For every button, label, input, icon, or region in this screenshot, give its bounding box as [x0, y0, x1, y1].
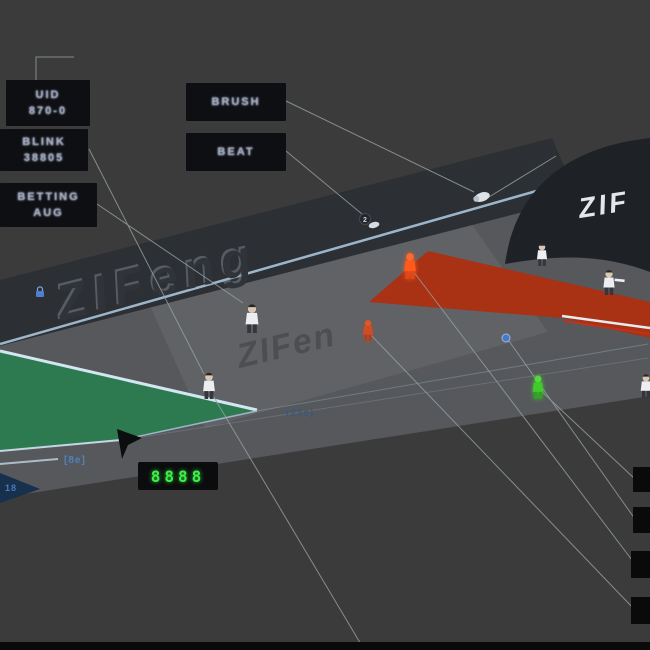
court-edge-line [561, 314, 650, 330]
callout-uid-line2: 870-0 [28, 105, 68, 117]
callout-betting-line2: AUG [33, 207, 64, 219]
connector-line [88, 148, 205, 375]
callout-betting-line1: BETTING [17, 190, 80, 203]
score-value: 8888 [150, 466, 206, 486]
callout-betting: BETTING AUG [0, 183, 97, 227]
corner-mark-label: 18 [5, 483, 18, 493]
callout-uid-line1: UID [35, 88, 61, 101]
corner-wedge [0, 473, 40, 503]
connector-line [488, 155, 557, 198]
badge-number: 2 [363, 217, 367, 224]
court-edge-line [0, 349, 258, 412]
shuttle-with-badge: 2 [359, 213, 380, 229]
player-marker-red[interactable] [363, 320, 373, 341]
distance-label-left: [8e] [64, 455, 86, 466]
red-court [369, 251, 650, 338]
badge-icon [359, 213, 371, 225]
callout-blink-line2: 38805 [23, 152, 65, 164]
lock-icon [36, 286, 44, 297]
court-boundary-line [256, 343, 649, 412]
connector-line [412, 270, 636, 565]
right-callout-box-4 [631, 597, 650, 624]
callout-blink-line1: BLINK [22, 135, 66, 148]
shuttlecock-icon [473, 192, 490, 202]
green-court [0, 343, 649, 452]
bottom-bar [0, 642, 650, 650]
marker-flag [117, 429, 142, 459]
player-green-court[interactable] [203, 372, 215, 399]
distance-label-mid: (23e) [286, 408, 315, 419]
connector-line [285, 150, 369, 220]
callout-beat-line1: BEAT [217, 145, 255, 158]
player-red-court-left[interactable] [536, 243, 548, 266]
connector-line [508, 340, 636, 520]
podium: ZIF [505, 138, 650, 272]
score-display: 8888 [138, 462, 218, 490]
connector-line [285, 100, 475, 193]
player-highlight-green[interactable] [532, 375, 544, 399]
callout-uid: UID 870-0 [6, 80, 90, 126]
connector-line [96, 203, 244, 304]
right-callout-box-3 [631, 551, 650, 578]
right-callout-box-1 [633, 467, 650, 492]
banner-edge-line [0, 178, 576, 346]
player-highlight-orange[interactable] [404, 253, 416, 279]
connector-line [211, 393, 363, 647]
connector-line [368, 332, 636, 611]
right-callout-box-2 [633, 507, 650, 533]
callout-beat: BEAT [186, 133, 286, 171]
connector-lines [0, 56, 636, 647]
connector-line [540, 390, 636, 480]
player-right-edge[interactable] [640, 374, 650, 398]
connector-line [35, 56, 74, 80]
banner: ZIFeng ZIFeng [0, 138, 578, 346]
callout-brush: BRUSH [186, 83, 286, 121]
court-boundary-line [121, 357, 649, 441]
court-edge-line [120, 410, 258, 441]
court-edge-line [0, 458, 59, 465]
player-midfield[interactable] [245, 304, 259, 333]
court-edge-line [0, 439, 122, 452]
marker-dot-icon [501, 333, 511, 343]
court-edge-line [563, 320, 650, 335]
player-red-court-right[interactable] [603, 270, 625, 295]
callout-brush-line1: BRUSH [211, 95, 261, 108]
callout-blink: BLINK 38805 [0, 129, 88, 171]
right-callouts [631, 467, 650, 624]
